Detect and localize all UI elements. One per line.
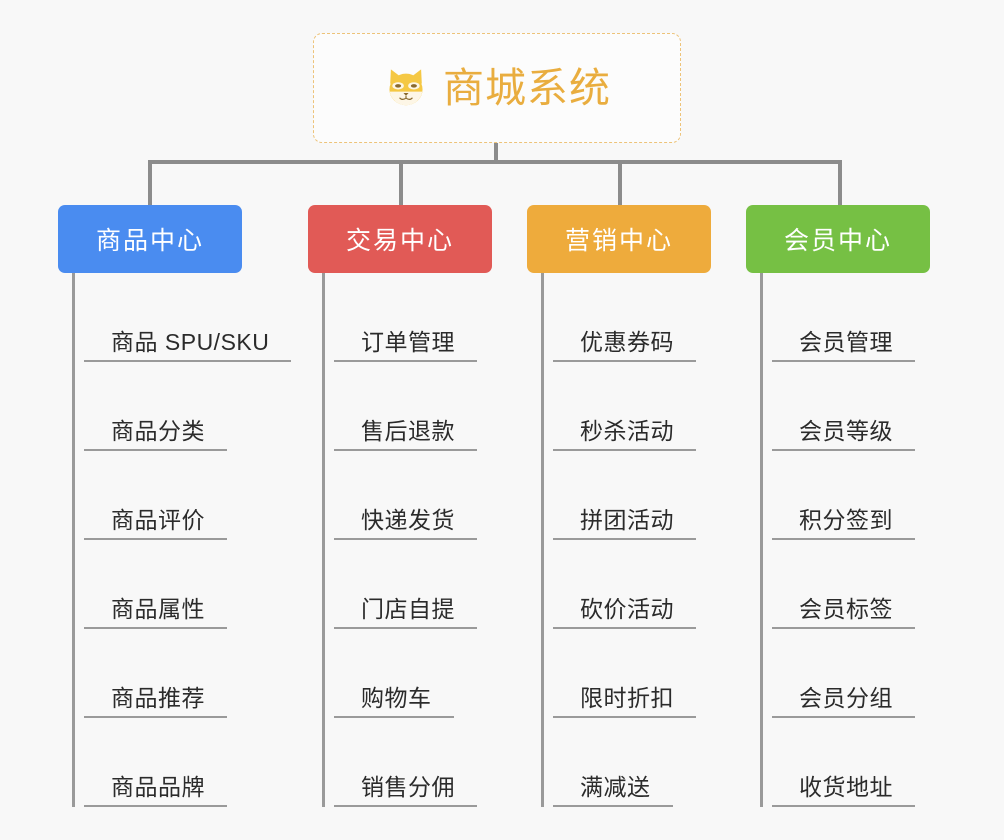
leaf-stem-4 bbox=[760, 273, 763, 807]
leaf-label: 会员标签 bbox=[799, 595, 893, 622]
category-label-1: 商品中心 bbox=[95, 227, 204, 255]
leaf-label: 订单管理 bbox=[361, 328, 455, 355]
connector-drop-4 bbox=[838, 160, 842, 205]
leaf-label: 拼团活动 bbox=[580, 506, 674, 533]
leaf-stem-2 bbox=[322, 273, 325, 807]
leaf-stem-3 bbox=[541, 273, 544, 807]
leaf-label: 砍价活动 bbox=[580, 595, 674, 622]
leaf-item[interactable]: 快递发货 bbox=[322, 451, 477, 540]
leaf-label: 收货地址 bbox=[799, 773, 893, 800]
leaf-label: 满减送 bbox=[580, 773, 651, 800]
leaf-label: 门店自提 bbox=[361, 595, 455, 622]
leaf-item[interactable]: 秒杀活动 bbox=[541, 362, 696, 451]
leaf-item[interactable]: 积分签到 bbox=[760, 451, 915, 540]
leaf-label: 售后退款 bbox=[361, 417, 455, 444]
leaf-item[interactable]: 商品评价 bbox=[72, 451, 291, 540]
category-box-4[interactable]: 会员中心 bbox=[746, 205, 930, 273]
leaf-item[interactable]: 订单管理 bbox=[322, 273, 477, 362]
leaf-item[interactable]: 门店自提 bbox=[322, 540, 477, 629]
leaf-item[interactable]: 商品推荐 bbox=[72, 629, 291, 718]
leaf-item[interactable]: 商品 SPU/SKU bbox=[72, 273, 292, 362]
leaf-label: 商品分类 bbox=[111, 417, 205, 444]
leaf-item[interactable]: 会员标签 bbox=[760, 540, 915, 629]
leaf-column-1: 商品 SPU/SKU 商品分类 商品评价 商品属性 商品推荐 商品品牌 bbox=[72, 273, 292, 807]
leaf-label: 秒杀活动 bbox=[580, 417, 674, 444]
leaf-item[interactable]: 砍价活动 bbox=[541, 540, 696, 629]
leaf-column-3: 优惠券码 秒杀活动 拼团活动 砍价活动 限时折扣 满减送 bbox=[541, 273, 696, 807]
leaf-item[interactable]: 收货地址 bbox=[760, 718, 915, 807]
leaf-item[interactable]: 商品品牌 bbox=[72, 718, 291, 807]
leaf-label: 限时折扣 bbox=[580, 684, 674, 711]
connector-drop-1 bbox=[148, 160, 152, 205]
connector-root-stem bbox=[494, 143, 498, 164]
leaf-label: 销售分佣 bbox=[361, 773, 455, 800]
leaf-label: 会员分组 bbox=[799, 684, 893, 711]
leaf-label: 积分签到 bbox=[799, 506, 893, 533]
leaf-item[interactable]: 商品属性 bbox=[72, 540, 291, 629]
leaf-label: 会员管理 bbox=[799, 328, 893, 355]
leaf-item[interactable]: 会员管理 bbox=[760, 273, 915, 362]
leaf-item[interactable]: 购物车 bbox=[322, 629, 477, 718]
leaf-column-2: 订单管理 售后退款 快递发货 门店自提 购物车 销售分佣 bbox=[322, 273, 477, 807]
leaf-item[interactable]: 商品分类 bbox=[72, 362, 291, 451]
leaf-item[interactable]: 优惠券码 bbox=[541, 273, 696, 362]
category-label-3: 营销中心 bbox=[564, 227, 673, 255]
root-node[interactable]: 商城系统 bbox=[313, 33, 681, 143]
connector-horizontal-bus bbox=[148, 160, 842, 164]
shiba-dog-face-icon bbox=[383, 65, 429, 111]
category-box-1[interactable]: 商品中心 bbox=[58, 205, 242, 273]
category-box-2[interactable]: 交易中心 bbox=[308, 205, 492, 273]
leaf-item[interactable]: 售后退款 bbox=[322, 362, 477, 451]
connector-drop-3 bbox=[618, 160, 622, 205]
leaf-item[interactable]: 拼团活动 bbox=[541, 451, 696, 540]
category-label-2: 交易中心 bbox=[345, 227, 454, 255]
leaf-label: 商品 SPU/SKU bbox=[111, 328, 270, 355]
category-box-3[interactable]: 营销中心 bbox=[527, 205, 711, 273]
leaf-label: 商品属性 bbox=[111, 595, 205, 622]
leaf-label: 商品评价 bbox=[111, 506, 205, 533]
leaf-label: 优惠券码 bbox=[580, 328, 674, 355]
category-label-4: 会员中心 bbox=[783, 227, 892, 255]
leaf-item[interactable]: 限时折扣 bbox=[541, 629, 696, 718]
leaf-item[interactable]: 销售分佣 bbox=[322, 718, 477, 807]
leaf-column-4: 会员管理 会员等级 积分签到 会员标签 会员分组 收货地址 bbox=[760, 273, 915, 807]
leaf-label: 商品推荐 bbox=[111, 684, 205, 711]
leaf-label: 购物车 bbox=[361, 684, 432, 711]
connector-drop-2 bbox=[399, 160, 403, 205]
leaf-label: 快递发货 bbox=[361, 506, 455, 533]
leaf-stem-1 bbox=[72, 273, 75, 807]
leaf-label: 会员等级 bbox=[799, 417, 893, 444]
root-title: 商城系统 bbox=[443, 64, 611, 111]
leaf-label: 商品品牌 bbox=[111, 773, 205, 800]
leaf-item[interactable]: 满减送 bbox=[541, 718, 696, 807]
leaf-item[interactable]: 会员等级 bbox=[760, 362, 915, 451]
leaf-item[interactable]: 会员分组 bbox=[760, 629, 915, 718]
